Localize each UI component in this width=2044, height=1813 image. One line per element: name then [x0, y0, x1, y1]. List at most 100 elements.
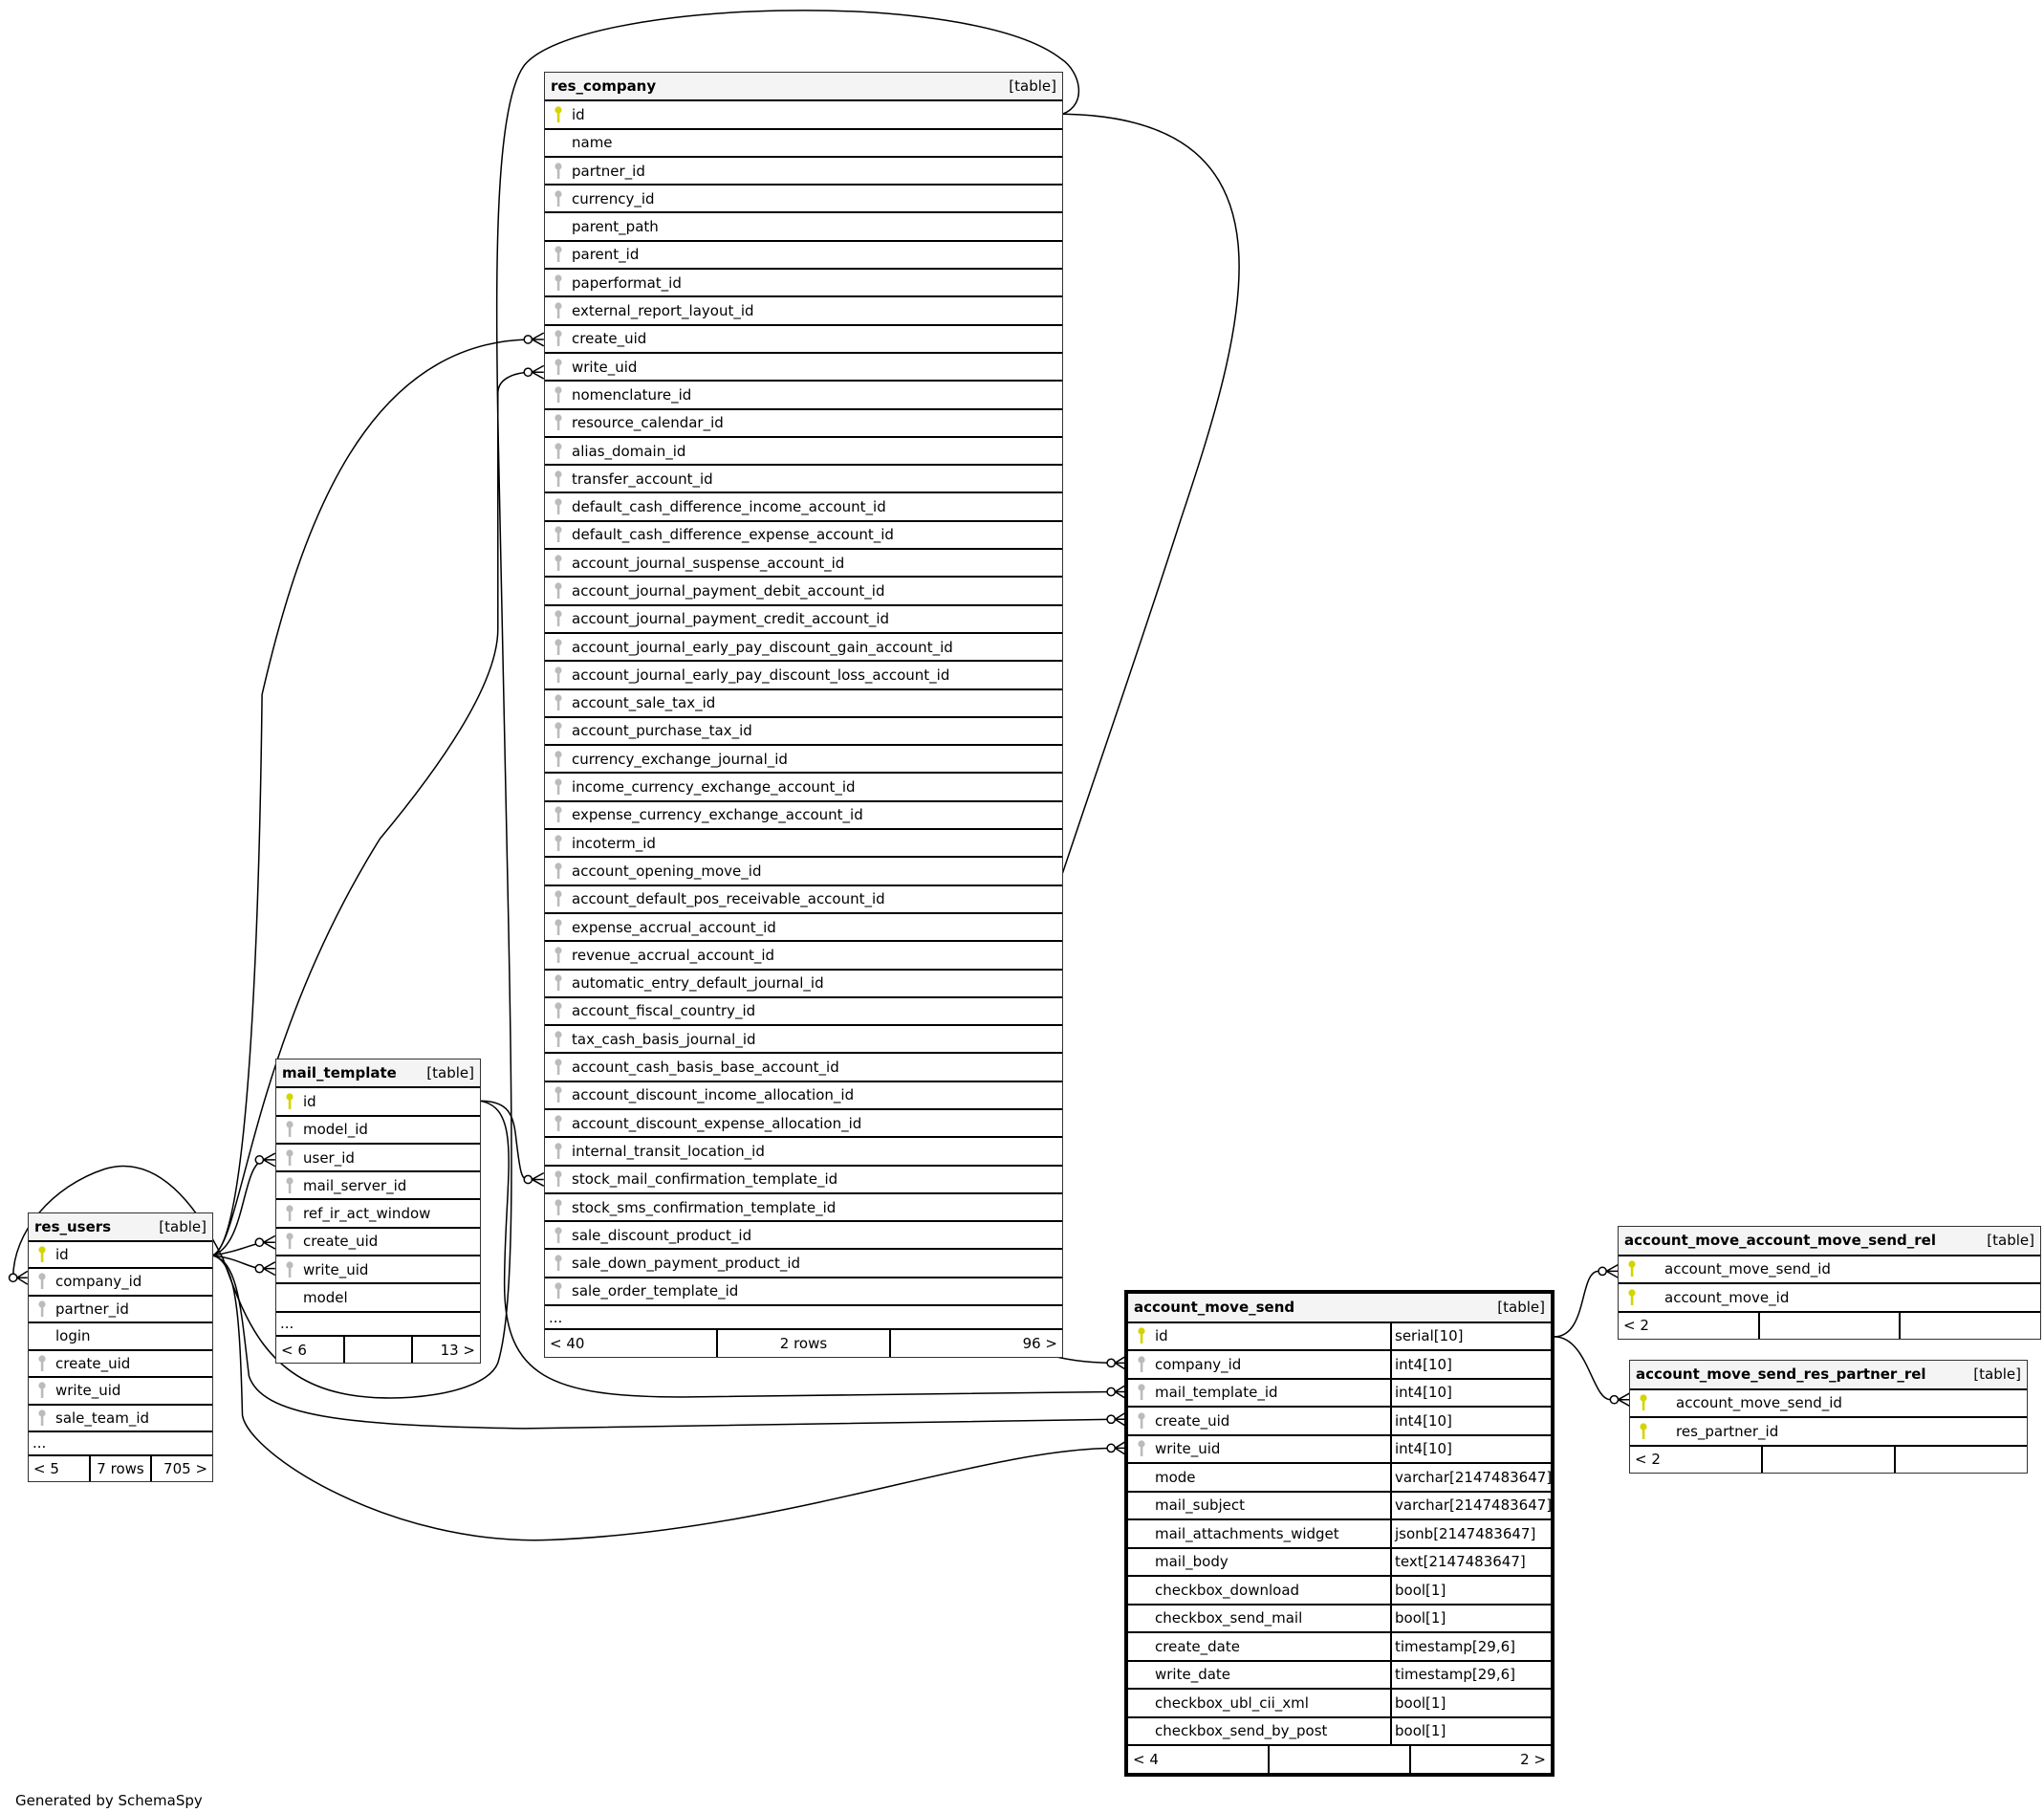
parents-count[interactable]: < 40 — [550, 1335, 585, 1352]
parents-count[interactable]: < 2 — [1623, 1317, 1649, 1335]
column-row[interactable]: id — [545, 101, 1062, 130]
column-row[interactable]: parent_id — [545, 242, 1062, 271]
column-row[interactable]: model — [276, 1284, 480, 1313]
column-row[interactable]: account_discount_expense_allocation_id — [545, 1110, 1062, 1139]
column-row[interactable]: account_default_pos_receivable_account_i… — [545, 886, 1062, 914]
column-row[interactable]: account_move_id — [1619, 1284, 2040, 1313]
column-row[interactable]: nomenclature_id — [545, 382, 1062, 410]
column-row[interactable]: alias_domain_id — [545, 438, 1062, 467]
column-row[interactable]: sale_down_payment_product_id — [545, 1250, 1062, 1278]
column-row[interactable]: user_id — [276, 1145, 480, 1173]
column-row[interactable]: resource_calendar_id — [545, 410, 1062, 438]
column-row[interactable]: stock_sms_confirmation_template_id — [545, 1194, 1062, 1223]
column-row[interactable]: mail_server_id — [276, 1172, 480, 1201]
column-row[interactable]: currency_exchange_journal_id — [545, 746, 1062, 775]
table-name[interactable]: mail_template — [282, 1064, 397, 1082]
column-row[interactable]: transfer_account_id — [545, 466, 1062, 494]
column-row[interactable]: create_uid — [545, 326, 1062, 354]
column-row[interactable]: account_fiscal_country_id — [545, 998, 1062, 1027]
column-row[interactable]: sale_order_template_id — [545, 1278, 1062, 1307]
column-row[interactable]: account_move_send_id — [1619, 1256, 2040, 1284]
column-row[interactable]: sale_discount_product_id — [545, 1222, 1062, 1251]
column-row[interactable]: id — [29, 1242, 212, 1269]
parents-count[interactable]: < 5 — [33, 1459, 59, 1477]
column-row[interactable]: tax_cash_basis_journal_id — [545, 1026, 1062, 1055]
column-row[interactable]: res_partner_id — [1630, 1418, 2027, 1447]
table-name[interactable]: account_move_account_move_send_rel — [1624, 1232, 1936, 1250]
column-row[interactable]: account_purchase_tax_id — [545, 718, 1062, 747]
table-rel1[interactable]: account_move_account_move_send_rel[table… — [1618, 1226, 2041, 1340]
column-row[interactable]: company_id — [29, 1269, 212, 1297]
column-row[interactable]: account_journal_early_pay_discount_loss_… — [545, 662, 1062, 690]
table-header[interactable]: account_move_send_res_partner_rel[table] — [1630, 1361, 2027, 1390]
table-header[interactable]: account_move_account_move_send_rel[table… — [1619, 1227, 2040, 1256]
children-count[interactable]: 96 > — [889, 1330, 1062, 1357]
column-row[interactable]: currency_id — [545, 186, 1062, 214]
column-row[interactable]: write_uid — [545, 354, 1062, 382]
column-row[interactable]: automatic_entry_default_journal_id — [545, 971, 1062, 998]
column-row[interactable]: incoterm_id — [545, 830, 1062, 859]
table-header[interactable]: res_users[table] — [29, 1213, 212, 1242]
table-rel2[interactable]: account_move_send_res_partner_rel[table]… — [1629, 1360, 2028, 1474]
column-row[interactable]: income_currency_exchange_account_id — [545, 774, 1062, 802]
children-count[interactable]: 13 > — [411, 1336, 480, 1364]
column-row[interactable]: account_opening_move_id — [545, 858, 1062, 886]
column-row[interactable]: create_uid — [29, 1351, 212, 1378]
column-row[interactable]: default_cash_difference_expense_account_… — [545, 522, 1062, 551]
table-name[interactable]: res_company — [551, 77, 657, 96]
table-header[interactable]: mail_template[table] — [276, 1059, 480, 1089]
parents-count[interactable]: < 2 — [1635, 1451, 1661, 1469]
column-row[interactable]: account_sale_tax_id — [545, 690, 1062, 718]
column-row[interactable]: name — [545, 130, 1062, 158]
table-header[interactable]: res_company[table] — [545, 73, 1062, 102]
column-row[interactable]: create_uid — [276, 1229, 480, 1257]
column-row[interactable]: paperformat_id — [545, 270, 1062, 298]
column-row[interactable]: login — [29, 1323, 212, 1351]
column-row[interactable]: revenue_accrual_account_id — [545, 942, 1062, 971]
column-row[interactable]: external_report_layout_id — [545, 297, 1062, 326]
column-row[interactable]: parent_path — [545, 213, 1062, 242]
column-row[interactable]: account_move_send_id — [1630, 1390, 2027, 1418]
parents-count[interactable]: < 4 — [1133, 1750, 1159, 1768]
children-count[interactable]: 705 > — [150, 1455, 212, 1481]
column-row[interactable]: stock_mail_confirmation_template_id — [545, 1167, 1062, 1194]
column-row[interactable]: sale_team_id — [29, 1406, 212, 1432]
column-row[interactable]: partner_id — [29, 1297, 212, 1323]
children-count[interactable] — [1894, 1446, 2027, 1473]
column-row[interactable]: account_discount_income_allocation_id — [545, 1082, 1062, 1110]
column-row[interactable]: account_journal_suspense_account_id — [545, 550, 1062, 579]
table-name[interactable]: account_move_send_res_partner_rel — [1636, 1365, 1926, 1384]
column-row[interactable]: internal_transit_location_id — [545, 1138, 1062, 1167]
children-count[interactable]: 2 > — [1409, 1746, 1551, 1773]
column-row[interactable]: account_journal_payment_credit_account_i… — [545, 606, 1062, 634]
column-row[interactable]: account_journal_early_pay_discount_gain_… — [545, 634, 1062, 663]
column-row[interactable]: expense_currency_exchange_account_id — [545, 802, 1062, 831]
column-row[interactable]: ref_ir_act_window — [276, 1200, 480, 1229]
table-header[interactable]: account_move_send[table] — [1128, 1294, 1551, 1323]
table-name[interactable]: account_move_send — [1134, 1299, 1295, 1317]
column-row[interactable]: account_journal_payment_debit_account_id — [545, 578, 1062, 606]
column-row[interactable]: partner_id — [545, 158, 1062, 186]
column-row[interactable]: default_cash_difference_income_account_i… — [545, 493, 1062, 522]
column-row[interactable]: write_uid — [29, 1378, 212, 1406]
column-row[interactable]: model_id — [276, 1117, 480, 1145]
parents-count[interactable]: < 6 — [281, 1341, 307, 1359]
column-row[interactable]: write_uid — [276, 1256, 480, 1285]
